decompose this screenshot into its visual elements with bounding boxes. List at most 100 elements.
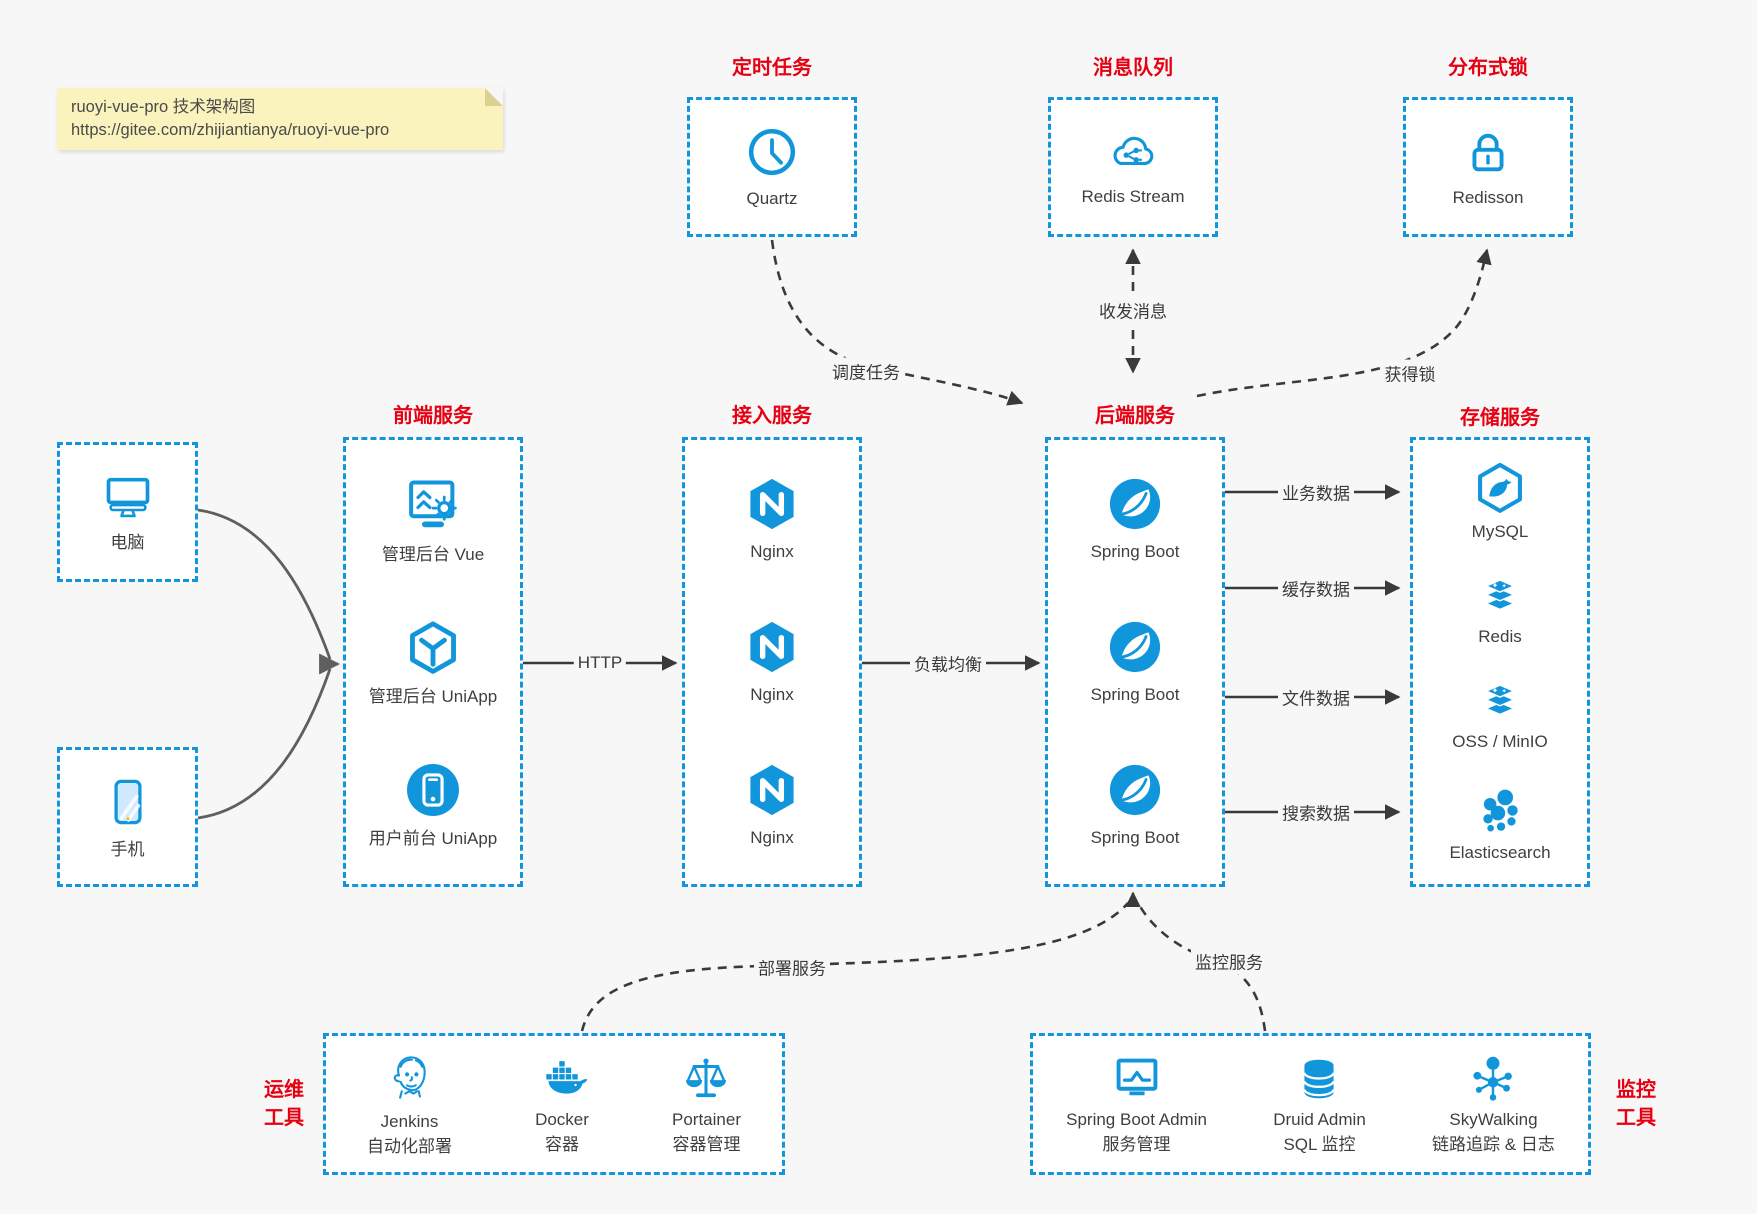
edge-label-acquire-lock: 获得锁 bbox=[1380, 359, 1440, 387]
jenkins-icon bbox=[382, 1051, 438, 1107]
quartz-box: Quartz bbox=[687, 97, 857, 237]
note-title: ruoyi-vue-pro 技术架构图 bbox=[71, 98, 256, 116]
node-desc: 容器 bbox=[545, 1135, 579, 1154]
title-ops-tools: 运维 工具 bbox=[264, 1079, 304, 1129]
node-label: 用户前台 UniApp bbox=[368, 828, 498, 848]
computer-box: 电脑 bbox=[57, 442, 198, 582]
client-merge-curves bbox=[197, 508, 341, 820]
edge-label-schedule: 调度任务 bbox=[828, 357, 904, 385]
node-skywalking: SkyWalking 链路追踪 & 日志 bbox=[1432, 1053, 1555, 1156]
monitor-tools-box: Spring Boot Admin 服务管理 Druid Admin SQL 监… bbox=[1030, 1033, 1591, 1175]
monitor-chart-icon bbox=[1110, 1053, 1164, 1105]
edge-label-file-data: 文件数据 bbox=[1278, 683, 1354, 711]
node-spring-boot-admin: Spring Boot Admin 服务管理 bbox=[1066, 1053, 1207, 1156]
mobile-app-icon bbox=[404, 761, 462, 819]
nginx-icon bbox=[744, 619, 800, 675]
node-desc: 链路追踪 & 日志 bbox=[1432, 1135, 1555, 1154]
node-label: Spring Boot bbox=[1090, 542, 1180, 562]
title-storage-services: 存储服务 bbox=[1460, 407, 1540, 429]
node-label: Spring Boot bbox=[1090, 684, 1180, 704]
node-desc: 自动化部署 bbox=[367, 1137, 452, 1156]
edge-label-deploy: 部署服务 bbox=[754, 953, 830, 981]
node-quartz: Quartz bbox=[745, 125, 799, 209]
node-admin-vue: 管理后台 Vue bbox=[382, 475, 484, 565]
node-user-uniapp: 用户前台 UniApp bbox=[369, 761, 497, 849]
nginx-icon bbox=[744, 762, 800, 818]
node-label: 管理后台 Vue bbox=[381, 544, 485, 564]
title-message-queue: 消息队列 bbox=[1093, 57, 1173, 79]
node-label: SkyWalking bbox=[1449, 1109, 1538, 1129]
node-mysql: MySQL bbox=[1472, 461, 1528, 542]
mysql-icon bbox=[1473, 461, 1527, 515]
cube-icon bbox=[404, 619, 462, 677]
spring-icon bbox=[1107, 762, 1163, 818]
node-label: 手机 bbox=[110, 839, 145, 859]
node-label: Elasticsearch bbox=[1449, 842, 1551, 862]
node-label: 电脑 bbox=[110, 532, 145, 552]
node-springboot-2: Spring Boot bbox=[1090, 619, 1180, 705]
edge-label-search-data: 搜索数据 bbox=[1278, 798, 1354, 826]
node-druid-admin: Druid Admin SQL 监控 bbox=[1273, 1053, 1366, 1156]
database-icon bbox=[1294, 1053, 1344, 1105]
node-desc: 容器管理 bbox=[672, 1135, 741, 1154]
title-backend-services: 后端服务 bbox=[1095, 405, 1175, 427]
node-docker: Docker 容器 bbox=[534, 1053, 590, 1156]
edge-label-monitor: 监控服务 bbox=[1191, 947, 1267, 975]
cloud-share-icon bbox=[1105, 127, 1161, 177]
edge-label-http: HTTP bbox=[573, 652, 627, 674]
node-label: Portainer bbox=[672, 1109, 741, 1129]
redis-stack-icon bbox=[1474, 576, 1526, 620]
gateway-services-box: Nginx Nginx Nginx bbox=[682, 437, 862, 887]
node-redis: Redis bbox=[1474, 576, 1526, 647]
node-label: OSS / MinIO bbox=[1452, 731, 1548, 751]
node-oss-minio: OSS / MinIO bbox=[1452, 681, 1548, 752]
title-monitor-tools: 监控 工具 bbox=[1616, 1079, 1656, 1129]
scales-icon bbox=[680, 1053, 732, 1105]
redisson-box: Redisson bbox=[1403, 97, 1573, 237]
node-label: Redisson bbox=[1452, 187, 1524, 207]
node-label: 管理后台 UniApp bbox=[368, 686, 498, 706]
node-jenkins: Jenkins 自动化部署 bbox=[367, 1051, 452, 1158]
spring-icon bbox=[1107, 476, 1163, 532]
node-mobile: 手机 bbox=[102, 774, 154, 860]
node-label: Redis bbox=[1478, 626, 1522, 646]
title-distributed-lock: 分布式锁 bbox=[1448, 57, 1528, 79]
title-scheduled-tasks: 定时任务 bbox=[732, 57, 812, 79]
node-computer: 电脑 bbox=[98, 471, 158, 553]
ops-tools-box: Jenkins 自动化部署 Docker 容器 Portainer 容器管理 bbox=[323, 1033, 785, 1175]
admin-vue-icon bbox=[402, 475, 464, 535]
edge-label-load-balance: 负载均衡 bbox=[910, 649, 986, 677]
node-springboot-3: Spring Boot bbox=[1090, 762, 1180, 848]
sticky-note: ruoyi-vue-pro 技术架构图 https://gitee.com/zh… bbox=[57, 88, 503, 150]
elasticsearch-icon bbox=[1475, 786, 1525, 836]
backend-services-box: Spring Boot Spring Boot Spring Boot bbox=[1045, 437, 1225, 887]
frontend-services-box: 管理后台 Vue 管理后台 UniApp 用户前台 UniApp bbox=[343, 437, 523, 887]
mobile-box: 手机 bbox=[57, 747, 198, 887]
node-label: Quartz bbox=[746, 188, 798, 208]
node-admin-uniapp: 管理后台 UniApp bbox=[369, 619, 497, 707]
node-label: Druid Admin bbox=[1273, 1109, 1366, 1129]
node-portainer: Portainer 容器管理 bbox=[672, 1053, 741, 1156]
title-gateway-services: 接入服务 bbox=[732, 405, 812, 427]
node-label: Nginx bbox=[750, 542, 794, 562]
node-label: Spring Boot Admin bbox=[1066, 1109, 1207, 1129]
node-label: Nginx bbox=[750, 684, 794, 704]
clock-icon bbox=[745, 125, 799, 179]
node-label: Spring Boot bbox=[1090, 827, 1180, 847]
node-nginx-2: Nginx bbox=[744, 619, 800, 705]
node-label: Redis Stream bbox=[1081, 186, 1185, 206]
docker-whale-icon bbox=[534, 1053, 590, 1105]
spring-icon bbox=[1107, 619, 1163, 675]
redis-stack-icon bbox=[1474, 681, 1526, 725]
lock-icon bbox=[1462, 126, 1514, 178]
node-desc: 服务管理 bbox=[1102, 1135, 1171, 1154]
node-desc: SQL 监控 bbox=[1283, 1135, 1356, 1154]
redis-stream-box: Redis Stream bbox=[1048, 97, 1218, 237]
note-url: https://gitee.com/zhijiantianya/ruoyi-vu… bbox=[71, 121, 390, 139]
node-redisson: Redisson bbox=[1452, 126, 1524, 208]
title-frontend-services: 前端服务 bbox=[393, 405, 473, 427]
desktop-icon bbox=[98, 471, 158, 523]
edge-label-business-data: 业务数据 bbox=[1278, 478, 1354, 506]
nginx-icon bbox=[744, 476, 800, 532]
node-label: Nginx bbox=[750, 827, 794, 847]
